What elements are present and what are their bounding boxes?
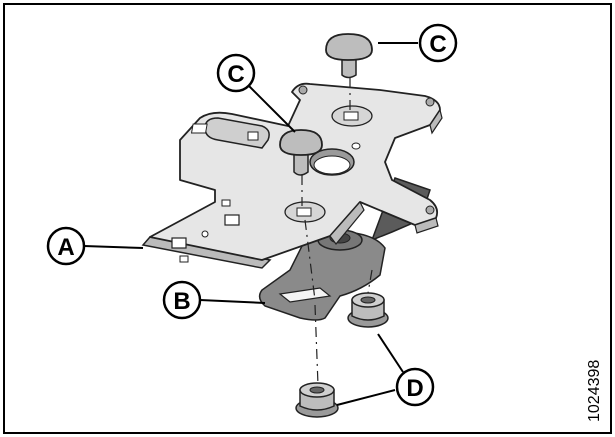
callout-d-label: D (406, 375, 423, 402)
flange-nut-upper (347, 292, 389, 328)
callout-c-left-label: C (227, 61, 244, 88)
callout-b: B (162, 280, 202, 320)
carriage-bolt-left (279, 129, 323, 176)
callout-c-top: C (418, 23, 458, 63)
callout-c-left: C (216, 53, 256, 93)
carriage-bolt-top (325, 33, 373, 79)
assembly-centerlines (301, 78, 373, 386)
callout-b-label: B (173, 288, 190, 315)
callout-leaders (83, 42, 418, 406)
flange-nut-lower (295, 382, 339, 418)
callout-c-top-label: C (429, 31, 446, 58)
figure-number: 1024398 (586, 360, 603, 422)
mounting-plate (141, 82, 443, 269)
figure-frame (3, 3, 612, 434)
callout-d: D (395, 367, 435, 407)
callout-a: A (46, 226, 86, 266)
callout-a-label: A (57, 234, 74, 261)
